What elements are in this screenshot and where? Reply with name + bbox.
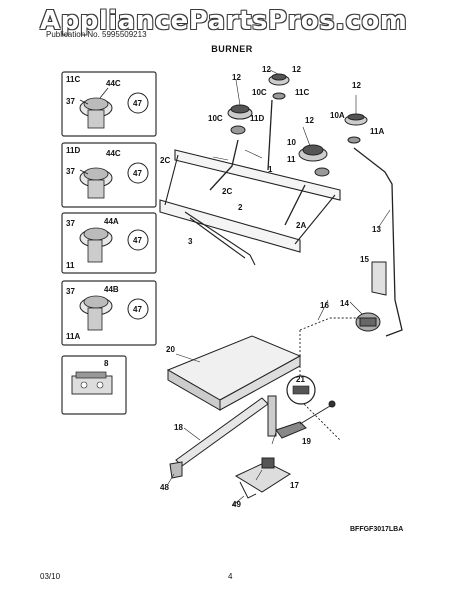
inset-11a: 37 44B 47 11A — [61, 280, 157, 346]
burner-frame — [159, 149, 341, 266]
label-44c: 44C — [106, 79, 121, 88]
label-12: 12 — [352, 81, 361, 90]
label-47: 47 — [133, 305, 142, 314]
label-11d: 11D — [66, 146, 80, 155]
switch-assembly — [234, 457, 292, 499]
section-title: BURNER — [211, 44, 253, 54]
label-15: 15 — [360, 255, 369, 264]
label-12: 12 — [232, 73, 241, 82]
label-48: 48 — [160, 483, 169, 492]
label-44b: 44B — [104, 285, 119, 294]
label-20: 20 — [166, 345, 175, 354]
label-11a: 11A — [370, 127, 384, 136]
label-37: 37 — [66, 219, 75, 228]
clip — [169, 461, 183, 479]
watermark-text: AppliancePartsPros.com — [40, 6, 408, 36]
label-18: 18 — [174, 423, 183, 432]
label-16: 16 — [320, 301, 329, 310]
inset-8: 8 — [61, 355, 127, 415]
inset-11d: 11D 44C 37 47 — [61, 142, 157, 208]
label-10a: 10A — [330, 111, 345, 120]
label-11a: 11A — [66, 332, 80, 341]
footer-date: 03/10 — [40, 572, 61, 581]
label-11: 11 — [66, 261, 75, 270]
label-11: 11 — [287, 155, 296, 164]
callout-circle-21 — [286, 375, 316, 405]
label-47: 47 — [133, 99, 142, 108]
label-14: 14 — [340, 299, 349, 308]
label-11c: 11C — [295, 88, 309, 97]
label-10: 10 — [287, 138, 296, 147]
label-11c: 11C — [66, 75, 80, 84]
label-10c: 10C — [208, 114, 223, 123]
diagram-code: BFFGF3017LBA — [350, 526, 404, 533]
label-12: 12 — [262, 65, 271, 74]
label-11d: 11D — [250, 114, 264, 123]
label-21: 21 — [296, 375, 305, 384]
label-8: 8 — [104, 359, 109, 368]
inset-11c: 11C 44C 37 47 — [61, 71, 157, 137]
page-number: 4 — [228, 572, 233, 581]
label-37: 37 — [66, 287, 75, 296]
label-2c: 2C — [222, 187, 232, 196]
label-12: 12 — [305, 116, 314, 125]
label-37: 37 — [66, 167, 75, 176]
label-17: 17 — [290, 481, 299, 490]
label-1: 1 — [268, 165, 273, 174]
inset-11: 37 44A 47 11 — [61, 212, 157, 274]
burner-heads — [227, 73, 368, 177]
label-44a: 44A — [104, 217, 119, 226]
label-19: 19 — [302, 437, 311, 446]
label-49: 49 — [232, 500, 241, 509]
label-3: 3 — [188, 237, 193, 246]
label-2: 2 — [238, 203, 243, 212]
label-37: 37 — [66, 97, 75, 106]
label-47: 47 — [133, 169, 142, 178]
regulator — [355, 312, 381, 332]
label-10c: 10C — [252, 88, 267, 97]
label-2c: 2C — [160, 156, 170, 165]
label-2a: 2A — [296, 221, 306, 230]
label-13: 13 — [372, 225, 381, 234]
gas-tubes — [209, 99, 403, 337]
publication-line: Publication No. 5995509213 — [46, 30, 147, 39]
main-callouts: 12 12 12 12 10C 11C 10C 11D 12 10A 11A 1… — [160, 65, 384, 509]
bracket — [371, 261, 387, 296]
spark-module-assembly — [175, 395, 336, 467]
label-47: 47 — [133, 236, 142, 245]
leader-lines — [167, 69, 391, 507]
label-44c: 44C — [106, 149, 121, 158]
cover-plate — [166, 335, 302, 411]
label-12: 12 — [292, 65, 301, 74]
